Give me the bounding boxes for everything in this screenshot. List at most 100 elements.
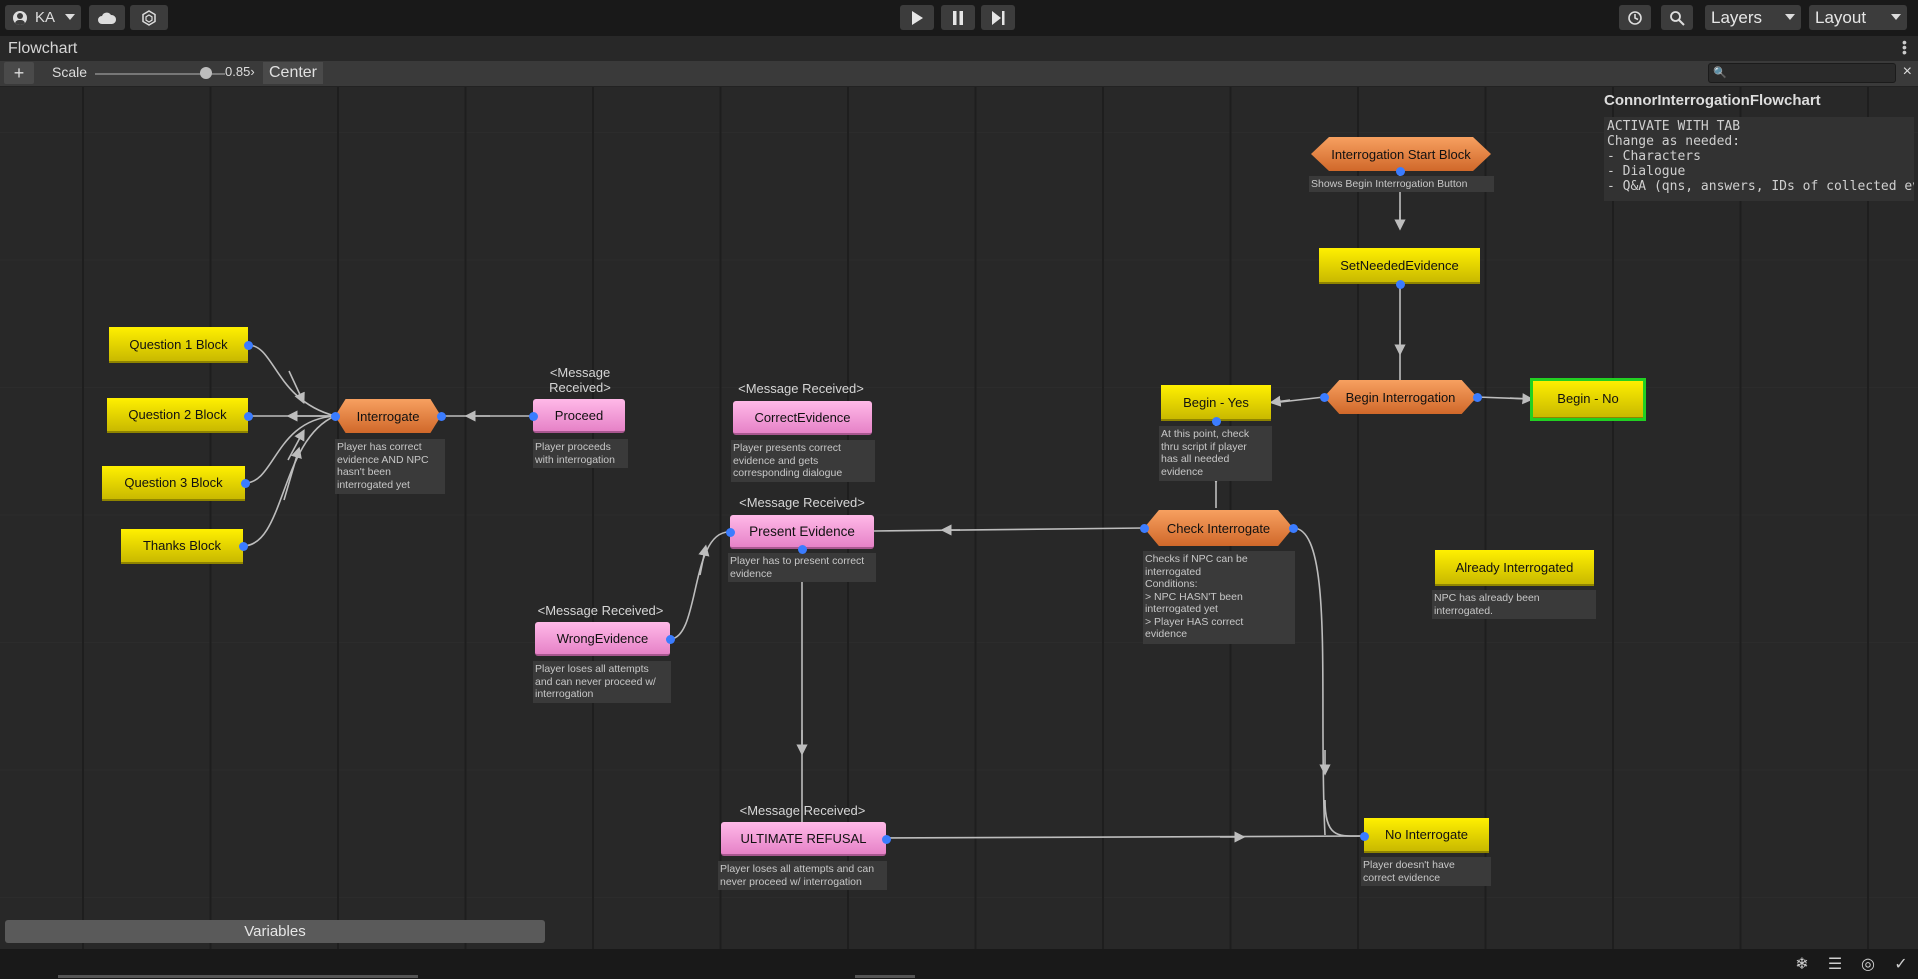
status-bar: ❄ ☰ ◎ ✓: [0, 949, 1918, 979]
search-icon: [1670, 10, 1685, 26]
scale-slider-handle[interactable]: [199, 67, 212, 79]
block-label: WrongEvidence: [556, 630, 649, 646]
block-description: Checks if NPC can be interrogated Condit…: [1143, 551, 1295, 644]
block-thanks[interactable]: Thanks Block: [121, 529, 243, 564]
block-interrogation-start[interactable]: Interrogation Start Block: [1311, 137, 1491, 171]
block-question-2[interactable]: Question 2 Block: [107, 398, 248, 433]
block-search-input[interactable]: 🔍: [1708, 63, 1896, 83]
connector-dot[interactable]: [330, 411, 340, 421]
block-description: Player loses all attempts and can never …: [718, 861, 887, 890]
event-handler-label: <Message Received>: [739, 803, 866, 818]
layout-dropdown[interactable]: Layout: [1809, 5, 1907, 30]
scale-value: 0.85›: [225, 64, 255, 79]
layers-dropdown[interactable]: Layers: [1705, 5, 1801, 30]
check-icon[interactable]: ✓: [1894, 956, 1908, 973]
connector-dot[interactable]: [725, 527, 735, 537]
event-handler-label: <Message Received>: [739, 495, 865, 510]
flowchart-toolbar: + Scale 0.85› Center 🔍 ×: [0, 61, 1918, 87]
layers-label: Layers: [1711, 7, 1763, 27]
history-button[interactable]: [1619, 5, 1651, 30]
connector-dot[interactable]: [1288, 523, 1298, 533]
block-label: Check Interrogate: [1166, 520, 1271, 536]
flowchart-name: ConnorInterrogationFlowchart: [1604, 92, 1821, 109]
step-icon: [992, 10, 1005, 25]
connector-dot[interactable]: [1472, 392, 1482, 402]
hidden-icon[interactable]: ◎: [1861, 956, 1875, 973]
scale-slider[interactable]: [95, 73, 225, 75]
connector-dot[interactable]: [665, 634, 675, 644]
block-description: Player presents correct evidence and get…: [731, 440, 875, 482]
block-begin-interrogation[interactable]: Begin Interrogation: [1324, 380, 1477, 414]
block-no-interrogate[interactable]: No Interrogate: [1364, 818, 1489, 853]
connector-dot[interactable]: [1211, 416, 1221, 426]
block-label: Proceed: [554, 407, 604, 423]
center-button[interactable]: Center: [263, 62, 323, 84]
block-set-needed-evidence[interactable]: SetNeededEvidence: [1319, 248, 1480, 284]
block-description: NPC has already been interrogated.: [1432, 590, 1596, 619]
layout-label: Layout: [1815, 7, 1867, 27]
close-icon[interactable]: ×: [1902, 63, 1912, 80]
block-label: Question 2 Block: [128, 407, 227, 422]
block-ultimate-refusal[interactable]: ULTIMATE REFUSAL: [721, 822, 886, 856]
block-label: Begin Interrogation: [1345, 389, 1456, 405]
block-correct-evidence[interactable]: CorrectEvidence: [733, 401, 872, 435]
block-begin-yes[interactable]: Begin - Yes: [1161, 385, 1271, 421]
window-title: Flowchart: [8, 40, 78, 57]
connector-dot[interactable]: [1395, 166, 1405, 176]
main-toolbar: KA Layers Layout: [0, 0, 1918, 36]
pause-button[interactable]: [941, 5, 975, 30]
search-button[interactable]: [1661, 5, 1693, 30]
stack-icon[interactable]: ☰: [1827, 956, 1843, 973]
connector-dot[interactable]: [240, 478, 250, 488]
connector-dot[interactable]: [1139, 523, 1149, 533]
block-proceed[interactable]: Proceed: [533, 399, 625, 433]
search-icon: 🔍: [1713, 67, 1727, 79]
collab-icon: [142, 9, 156, 26]
connector-dot[interactable]: [881, 834, 891, 844]
cloud-button[interactable]: [89, 5, 125, 30]
more-options-icon[interactable]: •••: [1902, 34, 1907, 60]
block-question-3[interactable]: Question 3 Block: [102, 466, 245, 501]
block-description: Player proceeds with interrogation: [533, 439, 628, 468]
connector-dot[interactable]: [797, 544, 807, 554]
block-label: Present Evidence: [749, 523, 855, 539]
block-description: Shows Begin Interrogation Button: [1309, 176, 1494, 192]
block-description: Player doesn't have correct evidence: [1361, 857, 1491, 886]
block-label: No Interrogate: [1384, 827, 1469, 842]
horizontal-scrollbar-thumb[interactable]: [855, 975, 915, 978]
add-block-button[interactable]: +: [4, 62, 34, 84]
play-button[interactable]: [900, 5, 934, 30]
connector-dot[interactable]: [1395, 279, 1405, 289]
block-question-1[interactable]: Question 1 Block: [109, 327, 248, 363]
event-handler-label: <Message Received>: [537, 603, 664, 618]
block-interrogate[interactable]: Interrogate: [335, 399, 441, 433]
block-label: Already Interrogated: [1455, 559, 1574, 575]
block-label: Interrogation Start Block: [1331, 146, 1471, 162]
block-description: Player loses all attempts and can never …: [533, 661, 671, 703]
history-icon: [1628, 10, 1642, 25]
block-label: SetNeededEvidence: [1340, 257, 1459, 273]
debug-icon[interactable]: ❄: [1795, 956, 1809, 973]
chevron-down-icon: [1891, 14, 1901, 20]
connector-dot[interactable]: [238, 541, 248, 551]
variables-button[interactable]: Variables: [5, 920, 545, 943]
connector-dot[interactable]: [1319, 392, 1329, 402]
horizontal-scrollbar[interactable]: [58, 975, 418, 978]
connector-dot[interactable]: [1359, 831, 1369, 841]
block-begin-no[interactable]: Begin - No: [1530, 378, 1646, 421]
block-present-evidence[interactable]: Present Evidence: [730, 515, 874, 549]
step-button[interactable]: [981, 5, 1015, 30]
account-dropdown[interactable]: KA: [5, 5, 81, 30]
connector-dot[interactable]: [528, 411, 538, 421]
block-check-interrogate[interactable]: Check Interrogate: [1144, 510, 1293, 546]
collab-button[interactable]: [130, 5, 168, 30]
block-label: Begin - Yes: [1183, 394, 1249, 410]
connector-dot[interactable]: [436, 411, 446, 421]
connector-dot[interactable]: [243, 411, 253, 421]
cloud-icon: [98, 12, 117, 24]
event-handler-label: <Message Received>: [738, 381, 864, 396]
flowchart-canvas[interactable]: [0, 87, 1918, 949]
connector-dot[interactable]: [243, 340, 253, 350]
block-already-interrogated[interactable]: Already Interrogated: [1435, 550, 1594, 586]
block-wrong-evidence[interactable]: WrongEvidence: [535, 622, 670, 656]
